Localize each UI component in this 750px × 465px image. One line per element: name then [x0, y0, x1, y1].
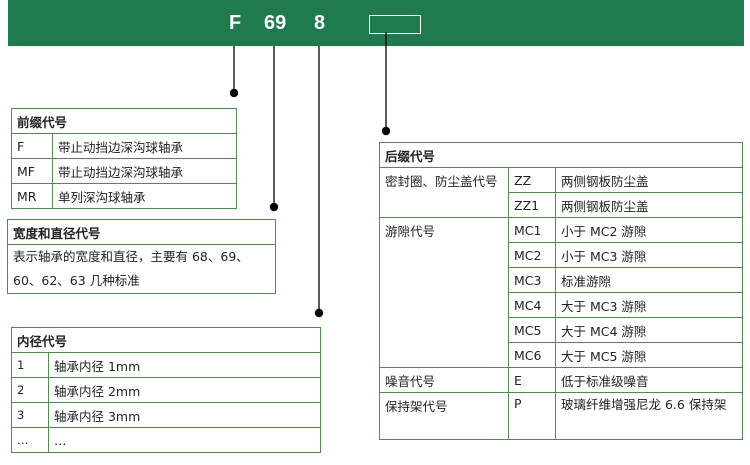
width-diameter-code: 69 — [264, 12, 287, 34]
suffix-desc-cell: 小于 MC3 游隙 — [555, 242, 743, 268]
prefix-table: 前缀代号 F 带止动挡边深沟球轴承 MF 带止动挡边深沟球轴承 MR 单列深沟球… — [11, 108, 237, 209]
suffix-code-cell: E — [508, 367, 556, 393]
suffix-desc-cell: 小于 MC2 游隙 — [555, 217, 743, 243]
suffix-code-cell: P — [508, 392, 556, 440]
bore-code: 8 — [314, 12, 326, 34]
suffix-table: 后缀代号 密封圈、防尘盖代号 ZZ 两侧钢板防尘盖 ZZ1 两侧钢板防尘盖 游隙… — [379, 142, 743, 440]
seal-label-cell: 密封圈、防尘盖代号 — [379, 167, 509, 218]
bore-desc-cell: 轴承内径 2mm — [48, 377, 321, 403]
suffix-desc-cell: 低于标准级噪音 — [555, 367, 743, 393]
table-row: MC4 大于 MC3 游隙 — [380, 292, 743, 318]
prefix-connector-dot — [229, 88, 239, 98]
table-row: 游隙代号 MC1 小于 MC2 游隙 — [379, 217, 743, 368]
table-row: F 带止动挡边深沟球轴承 — [11, 133, 237, 159]
width-connector-dot — [269, 202, 279, 212]
table-row: 保持架代号 P 玻璃纤维增强尼龙 6.6 保持架 — [379, 392, 743, 440]
bore-code-cell: 3 — [11, 402, 49, 428]
table-row: MC5 大于 MC4 游隙 — [380, 317, 743, 343]
table-row: 密封圈、防尘盖代号 ZZ 两侧钢板防尘盖 — [379, 167, 743, 218]
bore-code-cell: … — [11, 427, 49, 453]
prefix-desc-cell: 带止动挡边深沟球轴承 — [52, 133, 237, 159]
table-row: 噪音代号 E 低于标准级噪音 — [379, 367, 743, 393]
prefix-code: F — [229, 12, 242, 34]
width-table-title: 宽度和直径代号 — [7, 219, 276, 245]
suffix-code-box — [369, 15, 421, 34]
table-row: MC2 小于 MC3 游隙 — [380, 242, 743, 268]
bore-table-title: 内径代号 — [11, 327, 321, 353]
prefix-code-cell: MR — [11, 183, 53, 209]
bore-desc-cell: 轴承内径 1mm — [48, 352, 321, 378]
table-row: ZZ1 两侧钢板防尘盖 — [380, 192, 743, 218]
prefix-table-title: 前缀代号 — [11, 108, 237, 134]
table-row: 3 轴承内径 3mm — [11, 402, 321, 428]
clearance-label-cell: 游隙代号 — [379, 217, 509, 368]
width-desc-line-2: 60、62、63 几种标准 — [13, 273, 140, 288]
cage-label-cell: 保持架代号 — [379, 392, 509, 440]
bore-connector-dot — [314, 308, 324, 318]
prefix-desc-cell: 单列深沟球轴承 — [52, 183, 237, 209]
table-row: 1 轴承内径 1mm — [11, 352, 321, 378]
table-row: … … — [11, 427, 321, 453]
suffix-code-cell: ZZ — [508, 167, 556, 193]
width-table-description: 表示轴承的宽度和直径，主要有 68、69、 60、62、63 几种标准 — [7, 244, 276, 294]
suffix-desc-cell: 大于 MC4 游隙 — [555, 317, 743, 343]
width-diameter-table: 宽度和直径代号 表示轴承的宽度和直径，主要有 68、69、 60、62、63 几… — [7, 219, 276, 294]
table-row: MC6 大于 MC5 游隙 — [380, 342, 743, 368]
suffix-desc-cell: 大于 MC5 游隙 — [555, 342, 743, 368]
suffix-desc-cell: 两侧钢板防尘盖 — [555, 167, 743, 193]
bore-code-cell: 1 — [11, 352, 49, 378]
table-row: MR 单列深沟球轴承 — [11, 183, 237, 209]
bore-table: 内径代号 1 轴承内径 1mm 2 轴承内径 2mm 3 轴承内径 3mm … … — [11, 327, 321, 453]
width-desc-line-1: 表示轴承的宽度和直径，主要有 68、69、 — [13, 249, 249, 264]
noise-label-cell: 噪音代号 — [379, 367, 509, 393]
suffix-code-cell: MC5 — [508, 317, 556, 343]
bore-desc-cell: 轴承内径 3mm — [48, 402, 321, 428]
suffix-code-cell: ZZ1 — [508, 192, 556, 218]
suffix-code-cell: MC3 — [508, 267, 556, 293]
prefix-code-cell: F — [11, 133, 53, 159]
suffix-table-title: 后缀代号 — [379, 142, 743, 168]
suffix-code-cell: MC4 — [508, 292, 556, 318]
code-header-bar: F 69 8 — [8, 0, 744, 46]
suffix-desc-cell: 标准游隙 — [555, 267, 743, 293]
bore-code-cell: 2 — [11, 377, 49, 403]
table-row: MF 带止动挡边深沟球轴承 — [11, 158, 237, 184]
suffix-code-cell: MC1 — [508, 217, 556, 243]
bore-desc-cell: … — [48, 427, 321, 453]
prefix-code-cell: MF — [11, 158, 53, 184]
suffix-code-cell: MC6 — [508, 342, 556, 368]
table-row: 2 轴承内径 2mm — [11, 377, 321, 403]
suffix-code-cell: MC2 — [508, 242, 556, 268]
suffix-connector-dot — [381, 126, 391, 136]
suffix-desc-cell: 玻璃纤维增强尼龙 6.6 保持架 — [555, 392, 743, 440]
suffix-desc-cell: 大于 MC3 游隙 — [555, 292, 743, 318]
prefix-desc-cell: 带止动挡边深沟球轴承 — [52, 158, 237, 184]
suffix-desc-cell: 两侧钢板防尘盖 — [555, 192, 743, 218]
